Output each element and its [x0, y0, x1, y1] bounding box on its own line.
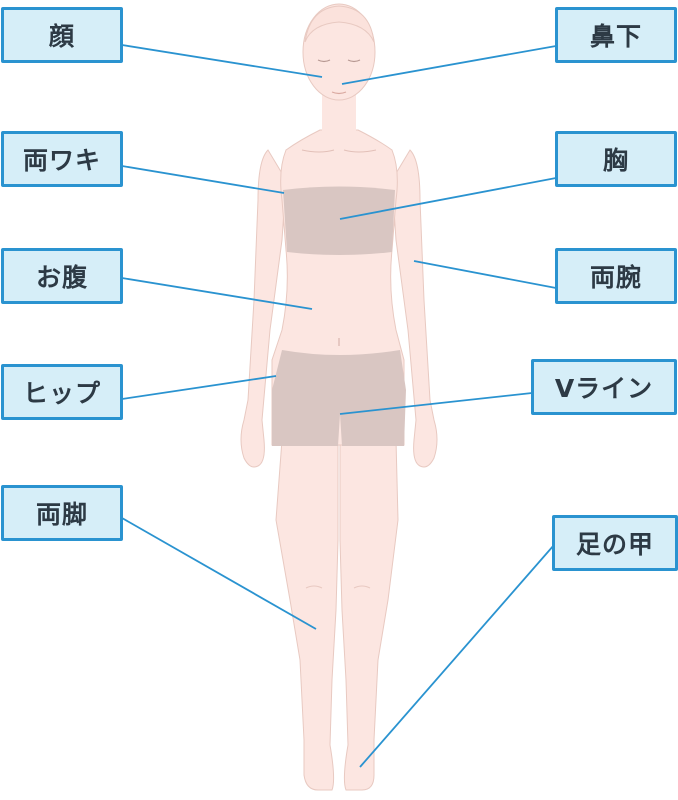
leader-arms: [413, 260, 557, 289]
right-arm: [391, 149, 438, 468]
label-legs[interactable]: 両脚: [1, 485, 123, 541]
leader-under-nose: [341, 45, 557, 85]
label-belly-text: お腹: [35, 263, 88, 292]
label-under-nose[interactable]: 鼻下: [555, 7, 677, 63]
left-arm: [240, 149, 287, 468]
label-belly[interactable]: お腹: [1, 248, 123, 304]
label-under-nose-text: 鼻下: [589, 22, 642, 51]
label-legs-text: 両脚: [35, 500, 88, 529]
leader-belly: [121, 277, 313, 310]
label-face[interactable]: 顔: [1, 7, 123, 63]
leader-chest: [339, 177, 557, 220]
label-top-of-foot[interactable]: 足の甲: [552, 515, 678, 571]
label-hip-text: ヒップ: [22, 379, 101, 408]
neck: [322, 92, 356, 132]
leader-face: [121, 44, 323, 78]
label-arms-text: 両腕: [589, 263, 642, 292]
shorts: [272, 350, 406, 446]
leader-hip: [121, 375, 277, 400]
label-chest-text: 胸: [602, 146, 629, 175]
label-underarms[interactable]: 両ワキ: [1, 131, 123, 187]
leader-legs: [121, 517, 317, 630]
label-arms[interactable]: 両腕: [555, 248, 677, 304]
leader-underarms: [121, 165, 285, 194]
label-top-of-foot-text: 足の甲: [575, 530, 654, 559]
leader-top-of-foot: [359, 544, 555, 768]
bandeau-top: [283, 186, 395, 255]
label-v-line[interactable]: Vライン: [531, 359, 677, 415]
leader-v-line: [339, 392, 533, 415]
label-hip[interactable]: ヒップ: [1, 364, 123, 420]
label-face-text: 顔: [48, 22, 75, 51]
label-underarms-text: 両ワキ: [22, 146, 101, 175]
left-leg: [275, 439, 339, 791]
label-chest[interactable]: 胸: [555, 131, 677, 187]
right-leg: [339, 439, 399, 791]
label-v-line-text: Vライン: [554, 374, 654, 403]
